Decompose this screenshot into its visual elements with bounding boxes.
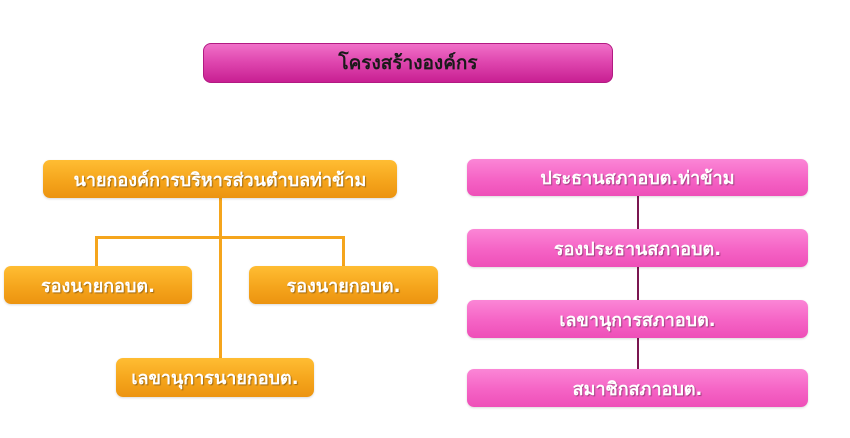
admin-connector-right-drop — [342, 236, 345, 268]
mayor-secretary-box: เลขานุการนายกอบต. — [116, 358, 314, 397]
deputy-mayor-left-box: รองนายกอบต. — [4, 266, 192, 304]
admin-connector-branch — [95, 236, 345, 239]
deputy-mayor-right-box: รองนายกอบต. — [249, 266, 438, 304]
council-members-box: สมาชิกสภาอบต. — [467, 369, 808, 407]
mayor-box: นายกองค์การบริหารส่วนตำบลท่าข้าม — [43, 160, 397, 198]
admin-connector-trunk — [219, 196, 222, 360]
admin-connector-left-drop — [95, 236, 98, 268]
council-connector — [637, 195, 639, 375]
council-vice-president-box: รองประธานสภาอบต. — [467, 229, 808, 267]
council-secretary-box: เลขานุการสภาอบต. — [467, 300, 808, 338]
chart-title: โครงสร้างองค์กร — [203, 43, 613, 83]
council-president-box: ประธานสภาอบต.ท่าข้าม — [467, 159, 808, 196]
